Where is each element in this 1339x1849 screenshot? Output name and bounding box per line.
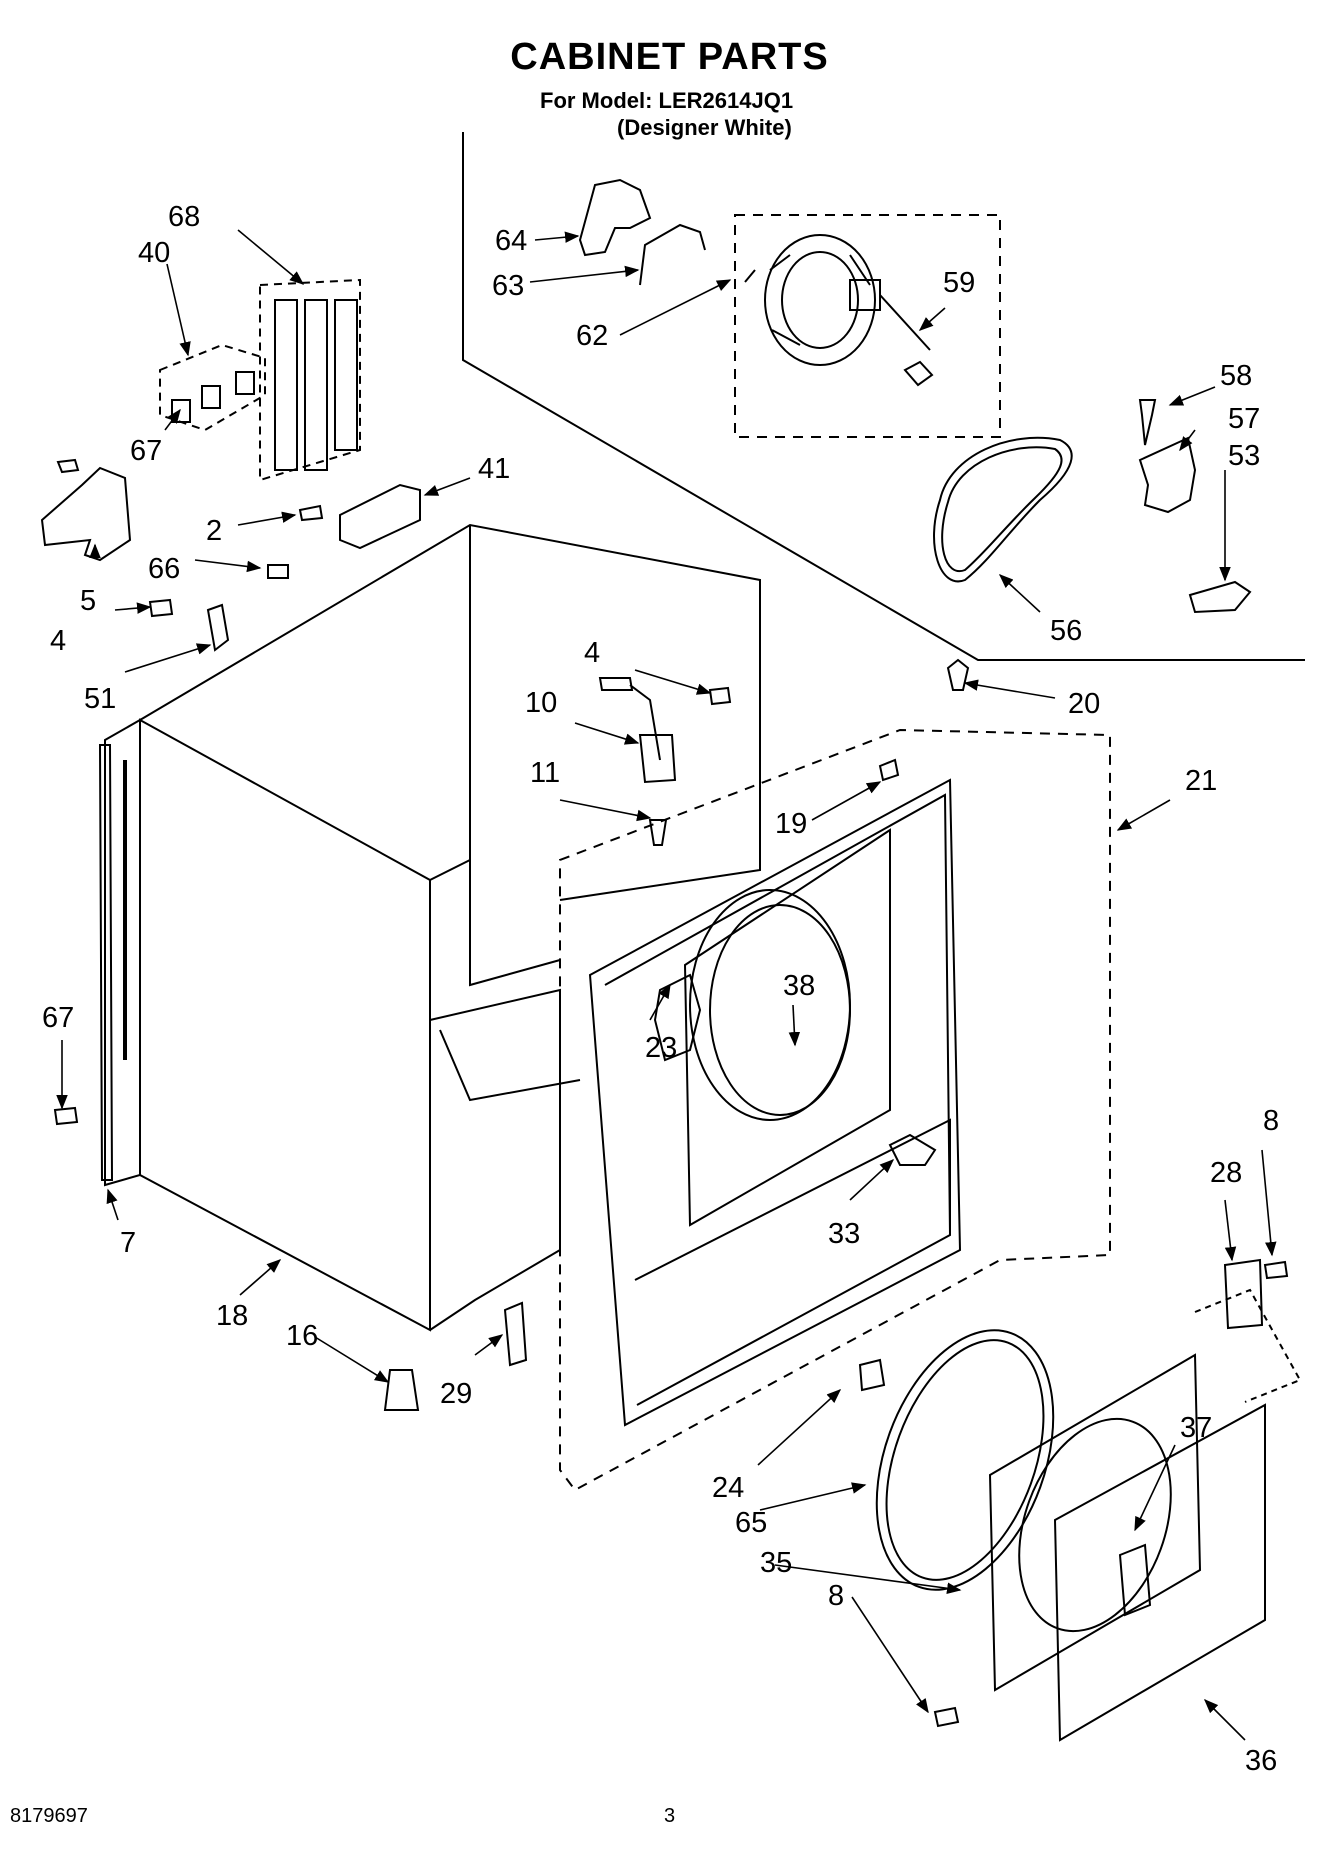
callout-58: 58 <box>1220 360 1252 392</box>
bracket-51 <box>206 603 230 652</box>
latch-33 <box>888 1133 937 1166</box>
model-line: For Model: LER2614JQ1 <box>540 88 794 113</box>
callout-37: 37 <box>1180 1412 1212 1444</box>
callout-51: 51 <box>84 683 116 715</box>
callout-11: 11 <box>530 757 560 789</box>
outer-door <box>1053 1403 1266 1742</box>
terminal-block <box>274 299 358 471</box>
screw-67-top <box>56 458 80 474</box>
callout-21: 21 <box>1185 765 1217 797</box>
callout-4-left: 4 <box>50 625 66 657</box>
drive-motor <box>744 234 931 366</box>
callout-19: 19 <box>775 808 807 840</box>
screw-58 <box>1138 399 1157 446</box>
callout-53: 53 <box>1228 440 1260 472</box>
motor-clip <box>639 223 706 286</box>
callout-18: 18 <box>216 1300 248 1332</box>
leveling-leg <box>383 1369 420 1411</box>
side-rail <box>98 744 114 1181</box>
cabinet-body <box>104 523 761 1332</box>
screw-67-lower <box>53 1106 79 1126</box>
callout-68: 68 <box>168 201 200 233</box>
terminal-group-outline-2 <box>259 278 361 482</box>
motor-pulley-clip <box>903 360 934 387</box>
callout-29: 29 <box>440 1378 472 1410</box>
motor-section-border <box>462 132 1305 661</box>
callout-7: 7 <box>120 1227 136 1259</box>
hinge-plane <box>1194 1288 1302 1403</box>
callout-40: 40 <box>138 237 170 269</box>
document-number: 8179697 <box>10 1805 88 1827</box>
callout-8-top: 8 <box>1263 1105 1279 1137</box>
terminal-group-outline <box>159 343 266 432</box>
inner-door <box>988 1353 1202 1692</box>
page-title: CABINET PARTS <box>510 36 829 78</box>
callout-65: 65 <box>735 1507 767 1539</box>
callout-35: 35 <box>760 1547 792 1579</box>
callout-36: 36 <box>1245 1745 1277 1777</box>
clip-19 <box>878 758 900 782</box>
harness-clip <box>638 734 677 784</box>
screw-66 <box>267 564 289 579</box>
screw-8-bottom <box>933 1706 960 1728</box>
callout-38: 38 <box>783 970 815 1002</box>
terminal-block-41 <box>339 483 421 550</box>
callout-5: 5 <box>80 585 96 617</box>
callout-67-left: 67 <box>42 1002 74 1034</box>
door-handle <box>1118 1543 1152 1617</box>
motor-bracket <box>578 178 652 257</box>
wire-harness <box>598 677 661 761</box>
screw-11 <box>648 819 668 846</box>
lamp-23 <box>653 973 702 1062</box>
callout-57: 57 <box>1228 403 1260 435</box>
callout-24: 24 <box>712 1472 744 1504</box>
callout-62: 62 <box>576 320 608 352</box>
motor-group-box <box>734 214 1001 438</box>
screw-4-left <box>148 598 174 618</box>
callout-66: 66 <box>148 553 180 585</box>
callout-8-bottom: 8 <box>828 1580 844 1612</box>
callout-10: 10 <box>525 687 557 719</box>
variant-line: (Designer White) <box>617 115 792 140</box>
seal-20 <box>946 658 970 691</box>
callout-23: 23 <box>645 1032 677 1064</box>
drive-belt <box>933 436 1073 583</box>
screw-4-right <box>708 686 732 706</box>
callout-2: 2 <box>206 515 222 547</box>
callout-59: 59 <box>943 267 975 299</box>
callout-41: 41 <box>478 453 510 485</box>
front-panel-group <box>559 728 1111 1492</box>
motor-switch-bracket <box>1138 436 1197 514</box>
page-number: 3 <box>664 1805 676 1827</box>
callout-4-right: 4 <box>584 637 600 669</box>
callout-56: 56 <box>1050 615 1082 647</box>
door-hinge <box>1223 1258 1264 1330</box>
clip-24 <box>858 1358 886 1392</box>
cover-plate <box>40 466 132 562</box>
screw-2 <box>298 504 324 522</box>
door-gasket <box>875 1329 1055 1591</box>
callout-20: 20 <box>1068 688 1100 720</box>
callout-64: 64 <box>495 225 527 257</box>
switch-29 <box>503 1301 528 1367</box>
door-switch <box>1188 580 1252 614</box>
callout-67-top: 67 <box>130 435 162 467</box>
callout-33: 33 <box>828 1218 860 1250</box>
front-panel <box>588 778 962 1427</box>
callout-63: 63 <box>492 270 524 302</box>
callout-16: 16 <box>286 1320 318 1352</box>
terminal-connectors <box>171 371 255 423</box>
callout-28: 28 <box>1210 1157 1242 1189</box>
screw-8-top <box>1263 1260 1289 1280</box>
